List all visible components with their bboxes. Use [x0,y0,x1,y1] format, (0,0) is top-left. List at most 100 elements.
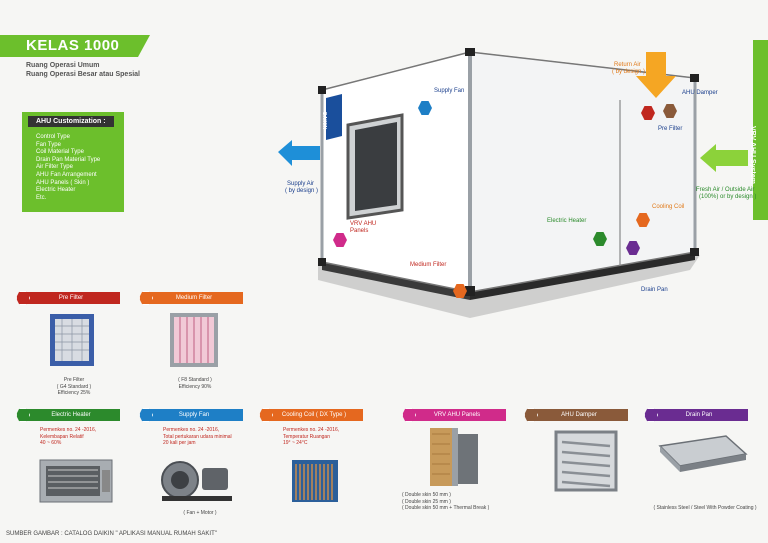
pre-filter-mesh [55,319,89,361]
supply-air-callout: Supply Air [287,181,315,187]
panel-insulation [430,428,452,486]
supply-air-sub: ( by design ) [285,188,319,194]
unit-base-front [322,262,470,300]
electric-heater-callout: Electric Heater [547,218,587,224]
drain-pan-callout: Drain Pan [641,287,668,293]
medium-filter-hex-icon [453,284,467,298]
pre-filter-label-hex-icon [16,291,30,305]
damper-blades [561,440,611,488]
drain-pan-side [660,446,680,472]
electric-heater-elements [48,469,98,489]
list-item: Control Type [36,134,70,140]
list-item: Etc. [36,194,47,201]
electric-heater-notes: Permenkes no. 24 -2016, Kelembapan Relat… [40,427,97,446]
drain-pan-label: Drain Pan [644,408,748,422]
drain-pan-caption: ( Stainless Steel / Steel With Powder Co… [653,505,757,511]
list-item: Coil Material Type [36,149,84,156]
pre-filter-callout: Pre Filter [658,126,683,132]
pre-filter-label: Pre Filter [16,291,120,305]
page-title: KELAS 1000 [26,37,120,54]
corner-block [318,258,326,266]
fresh-air-sub: (100%) or by design ) [699,194,757,200]
supply-outlet-opening [355,122,397,211]
electric-heater-image [39,459,113,503]
cooling-coil-label-hex-icon [259,408,273,422]
fresh-air-arrow-icon [700,144,748,172]
vrv-panels-callout-2: Panels [350,228,369,234]
pre-filter-notes: Pre Filter ( G4 Standard ) Efficiency 25… [56,377,92,396]
brand-badge [326,94,342,140]
ahu-damper-label-hex-icon [524,408,538,422]
supply-fan-image [161,461,232,501]
vrv-panels-notes: ( Double skin 50 mm ) ( Double skin 25 m… [402,492,490,511]
drain-pan-image [658,435,748,472]
corner-block [465,286,475,296]
supply-fan-label-hex-icon [139,408,153,422]
medium-filter-image [170,313,218,367]
panel-skin [452,428,458,486]
return-air-callout: Return Air [614,62,641,68]
fan-motor [202,468,228,490]
supply-air-arrow-icon [278,140,320,166]
corner-block [690,74,699,82]
cooling-coil-fins [295,464,333,500]
cooling-coil-label: Cooling Coil ( DX Type ) [259,408,363,422]
ahu-damper-callout: AHU Damper [682,90,718,96]
return-air-arrow-icon [636,52,676,98]
list-item: Electric Heater [36,187,76,194]
electric-heater-box [102,470,110,492]
brand-logo-text: DAIKIN [321,112,327,130]
medium-filter-callout: Medium Filter [410,262,447,268]
cooling-coil-callout: Cooling Coil [652,204,685,210]
drain-pan-label-hex-icon [644,408,658,422]
footer-source: SUMBER GAMBAR : CATALOG DAIKIN " APLIKAS… [6,531,217,537]
list-item: AHU Fan Arrangement [36,171,97,178]
return-air-sub: ( by design ) [612,69,646,75]
cooling-coil-frame [292,460,338,502]
list-item: Drain Pan Material Type [36,156,101,163]
ahu-unit-illustration [278,48,748,318]
pre-filter-hex-icon [641,106,655,120]
supply-fan-caption: ( Fan + Motor ) [183,510,217,516]
electric-heater-hex-icon [593,232,607,246]
drain-pan-front [680,454,746,472]
vrv-panels-callout-1: VRV AHU [350,221,377,227]
list-item: Fan Type [36,141,61,148]
list-item: Air Filter Type [36,164,73,171]
fresh-air-callout: Fresh Air / Outside Air [696,187,755,193]
medium-filter-label: Medium Filter [139,291,243,305]
fan-base [162,496,232,501]
supply-fan-notes: Permenkes no. 24 -2016, Total pertukaran… [163,427,232,446]
corner-block [465,48,475,56]
medium-filter-bags [179,317,209,363]
cooling-coil-notes: Permenkes no. 24 -2016, Temperatur Ruang… [283,427,340,446]
fan-impeller [171,471,189,489]
pre-filter-image [50,314,94,366]
medium-filter-label-hex-icon [139,291,153,305]
drain-pan-hex-icon [626,241,640,255]
vrv-panels-label-hex-icon [402,408,416,422]
side-tab: VRV AHU System [749,40,768,220]
customization-box: AHU Customization : Control Type Fan Typ… [22,112,124,212]
ahu-damper-hex-icon [663,104,677,118]
electric-heater-label: Electric Heater [16,408,120,422]
unit-shadow [318,255,700,318]
list-item: AHU Panels ( Skin ) [36,179,90,186]
corner-block [690,248,699,256]
customization-list: Control Type Fan Type Coil Material Type… [36,134,100,202]
panel-texture [432,433,450,475]
supply-fan-callout: Supply Fan [434,88,465,94]
electric-heater-label-hex-icon [16,408,30,422]
vrv-panels-hex-icon [333,233,347,247]
vrv-panels-image [430,428,478,486]
electric-heater-core [46,466,100,496]
supply-fan-label: Supply Fan [139,408,243,422]
cooling-coil-hex-icon [636,213,650,227]
vrv-panels-label: VRV AHU Panels [402,408,506,422]
unit-base-side [470,252,695,300]
subtitle-2: Ruang Operasi Besar atau Spesial [26,71,140,78]
title-banner: KELAS 1000 [0,35,150,57]
subtitle-1: Ruang Operasi Umum [26,62,100,69]
cooling-coil-image [292,460,338,502]
corner-block [318,86,326,94]
